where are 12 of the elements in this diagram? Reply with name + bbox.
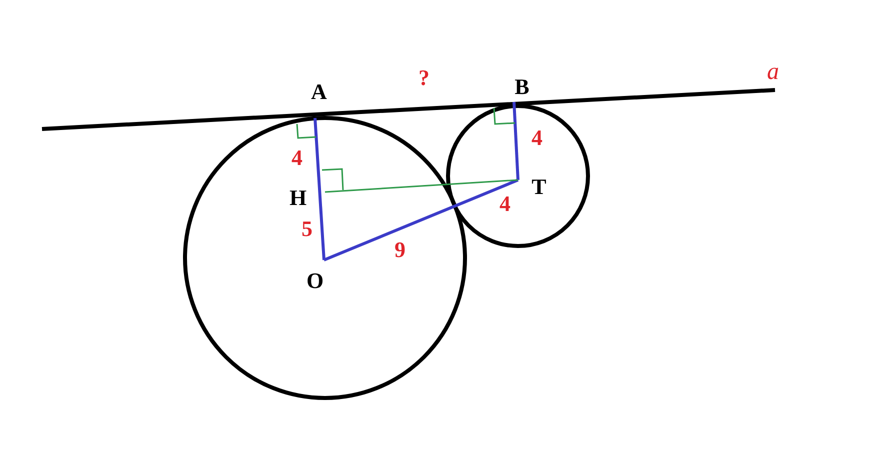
line-label: a [767,60,779,84]
point-label: O [306,270,324,292]
point-label: A [311,81,327,103]
length-label: 4 [500,193,510,215]
point-label: H [289,187,307,209]
length-label: 4 [292,147,302,169]
point-label: T [532,176,546,198]
length-label: ? [418,67,430,89]
point-label: B [514,76,530,98]
length-label: 5 [302,218,312,240]
length-label: 4 [532,127,542,149]
length-label: 9 [394,239,406,261]
